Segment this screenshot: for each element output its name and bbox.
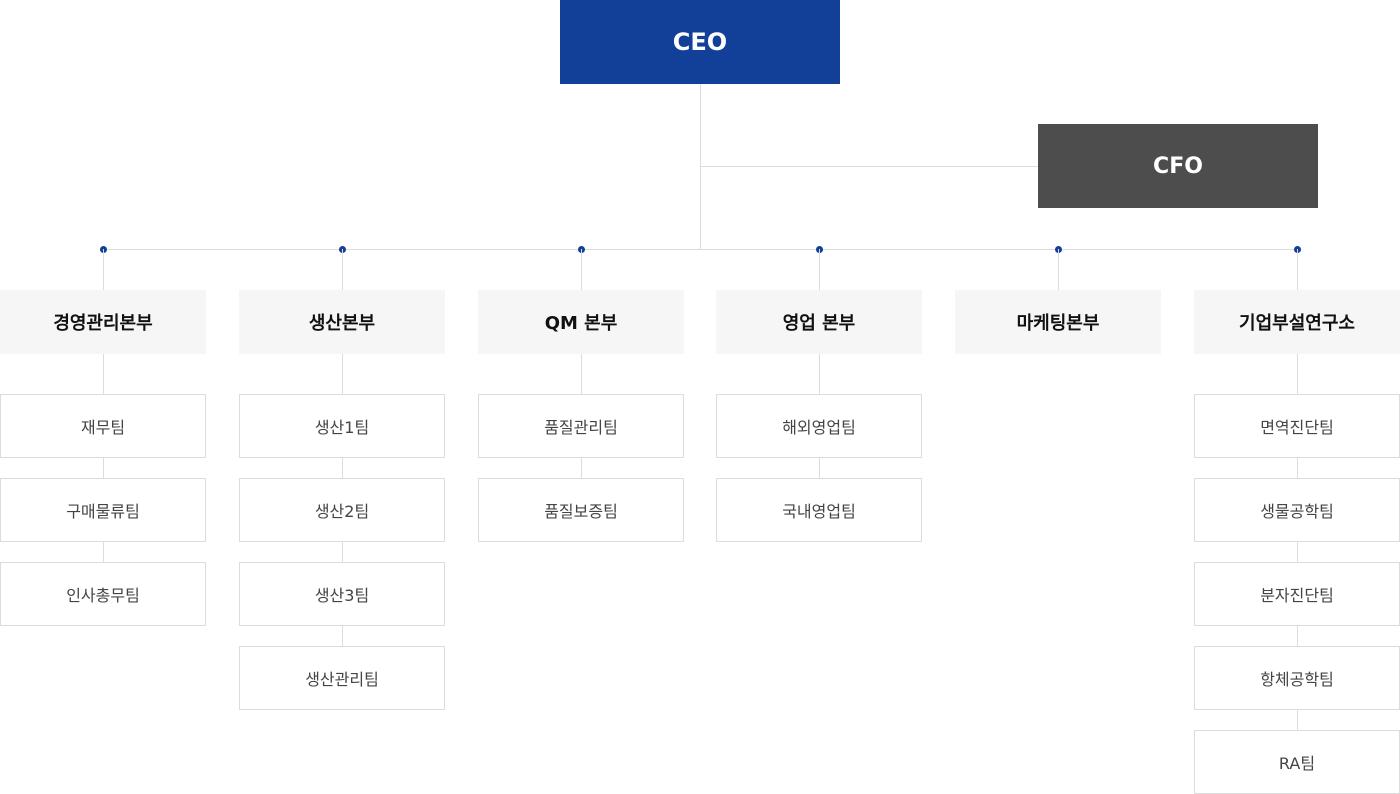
division-column: 마케팅본부 — [955, 290, 1161, 794]
team-box: RA팀 — [1194, 730, 1400, 794]
division-label: 기업부설연구소 — [1239, 313, 1355, 334]
division-box: 생산본부 — [239, 290, 445, 354]
team-box: 재무팀 — [0, 394, 206, 458]
cfo-connector-line — [700, 166, 1038, 167]
team-box: 항체공학팀 — [1194, 646, 1400, 710]
team-box: 생산관리팀 — [239, 646, 445, 710]
division-label: 영업 본부 — [782, 313, 856, 334]
team-box: 국내영업팀 — [716, 478, 922, 542]
team-label: 해외영업팀 — [782, 418, 856, 437]
team-box: 생물공학팀 — [1194, 478, 1400, 542]
team-box: 생산3팀 — [239, 562, 445, 626]
division-label: 생산본부 — [308, 313, 376, 334]
division-box: 마케팅본부 — [955, 290, 1161, 354]
team-box: 인사총무팀 — [0, 562, 206, 626]
division-box: 경영관리본부 — [0, 290, 206, 354]
division-drop-line — [103, 249, 104, 290]
team-box: 해외영업팀 — [716, 394, 922, 458]
division-label: 마케팅본부 — [1016, 313, 1100, 334]
division-drop-line — [1058, 249, 1059, 290]
division-label: 경영관리본부 — [53, 313, 153, 334]
team-label: 인사총무팀 — [66, 586, 140, 605]
team-label: 생산관리팀 — [305, 670, 379, 689]
team-box: 품질관리팀 — [478, 394, 684, 458]
team-label: 생물공학팀 — [1260, 502, 1334, 521]
division-label: QM 본부 — [544, 313, 618, 334]
team-connector-line — [1297, 354, 1298, 730]
team-label: 생산1팀 — [314, 418, 370, 437]
division-drop-line — [819, 249, 820, 290]
division-box: QM 본부 — [478, 290, 684, 354]
cfo-label: CFO — [1153, 153, 1203, 179]
team-label: 분자진단팀 — [1260, 586, 1334, 605]
team-box: 생산2팀 — [239, 478, 445, 542]
team-box: 면역진단팀 — [1194, 394, 1400, 458]
ceo-box: CEO — [560, 0, 840, 84]
team-label: 품질관리팀 — [544, 418, 618, 437]
team-label: 생산2팀 — [314, 502, 370, 521]
division-bus-line — [103, 249, 1298, 250]
team-label: 면역진단팀 — [1260, 418, 1334, 437]
division-drop-line — [581, 249, 582, 290]
team-label: 항체공학팀 — [1260, 670, 1334, 689]
team-box: 품질보증팀 — [478, 478, 684, 542]
team-label: 생산3팀 — [314, 586, 370, 605]
division-box: 영업 본부 — [716, 290, 922, 354]
team-label: 구매물류팀 — [66, 502, 140, 521]
division-drop-line — [342, 249, 343, 290]
team-label: 품질보증팀 — [544, 502, 618, 521]
team-connector-line — [103, 354, 104, 562]
cfo-box: CFO — [1038, 124, 1318, 208]
ceo-label: CEO — [672, 28, 728, 56]
team-label: RA팀 — [1278, 754, 1316, 773]
team-box: 생산1팀 — [239, 394, 445, 458]
division-drop-line — [1297, 249, 1298, 290]
team-box: 구매물류팀 — [0, 478, 206, 542]
division-box: 기업부설연구소 — [1194, 290, 1400, 354]
team-label: 재무팀 — [80, 418, 126, 437]
team-box: 분자진단팀 — [1194, 562, 1400, 626]
team-label: 국내영업팀 — [782, 502, 856, 521]
